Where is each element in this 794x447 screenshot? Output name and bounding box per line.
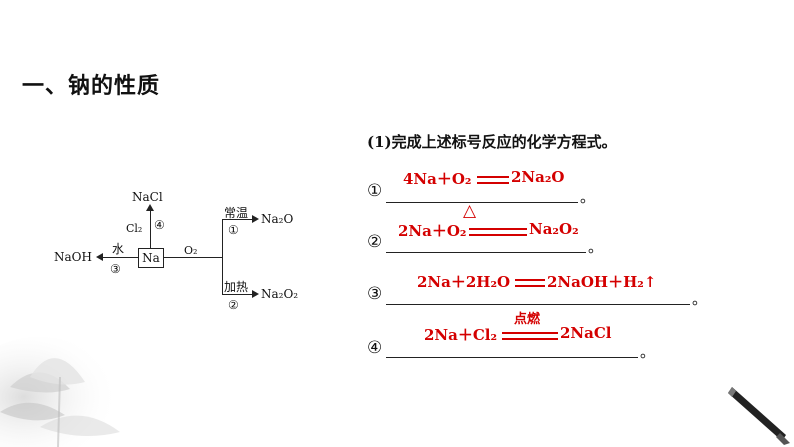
eq4-lhs: 2Na＋Cl₂ — [424, 326, 498, 344]
eq4-condition: 点燃 — [514, 312, 541, 327]
eq2-blank[interactable] — [386, 252, 586, 253]
eq4-equals — [502, 332, 558, 340]
label-1: ① — [228, 223, 239, 237]
eq1-lhs: 4Na＋O₂ — [403, 170, 472, 188]
reagent-cl2: Cl₂ — [126, 222, 143, 235]
eq2-condition: △ — [463, 201, 477, 221]
eq3-rhs: 2NaOH＋H₂↑ — [547, 273, 657, 291]
eq4-rhs: 2NaCl — [560, 324, 612, 342]
condition-heat: 加热 — [224, 280, 249, 294]
eq1-blank[interactable] — [386, 202, 578, 203]
product-na2o: Na₂O — [261, 212, 294, 226]
eq2-equals — [469, 228, 527, 236]
eq1-rhs: 2Na₂O — [511, 168, 565, 186]
eq3-number: ③ — [367, 284, 383, 304]
eq1-equals — [477, 176, 509, 184]
sodium-box: Na — [138, 248, 164, 268]
condition-room-temp: 常温 — [224, 206, 249, 220]
lotus-decoration — [0, 337, 120, 447]
eq2-lhs: 2Na＋O₂ — [398, 222, 467, 240]
reagent-water: 水 — [112, 242, 125, 256]
label-2: ② — [228, 298, 239, 312]
eq4-period: 。 — [640, 343, 656, 361]
reagent-o2: O₂ — [184, 244, 198, 257]
product-na2o2: Na₂O₂ — [261, 287, 299, 301]
eq3-lhs: 2Na＋2H₂O — [417, 273, 511, 291]
product-naoh: NaOH — [54, 250, 92, 264]
eq2-rhs: Na₂O₂ — [529, 220, 579, 238]
eq4-blank[interactable] — [386, 357, 638, 358]
eq4-number: ④ — [367, 338, 383, 358]
eq2-number: ② — [367, 232, 383, 252]
product-nacl: NaCl — [132, 190, 163, 204]
question-text: (1)完成上述标号反应的化学方程式。 — [367, 133, 617, 151]
label-4: ④ — [154, 218, 165, 232]
eq1-number: ① — [367, 181, 383, 201]
label-3: ③ — [110, 262, 121, 276]
section-heading: 一、钠的性质 — [22, 74, 161, 99]
brush-decoration — [728, 387, 790, 445]
sodium-reaction-diagram: Na NaCl Cl₂ ④ NaOH 水 ③ O₂ 常温 ① Na₂O 加热 ②… — [50, 190, 320, 320]
eq3-equals — [515, 279, 545, 287]
eq2-period: 。 — [588, 238, 604, 256]
eq1-period: 。 — [580, 188, 596, 206]
eq3-blank[interactable] — [386, 304, 690, 305]
eq3-period: 。 — [692, 290, 708, 308]
